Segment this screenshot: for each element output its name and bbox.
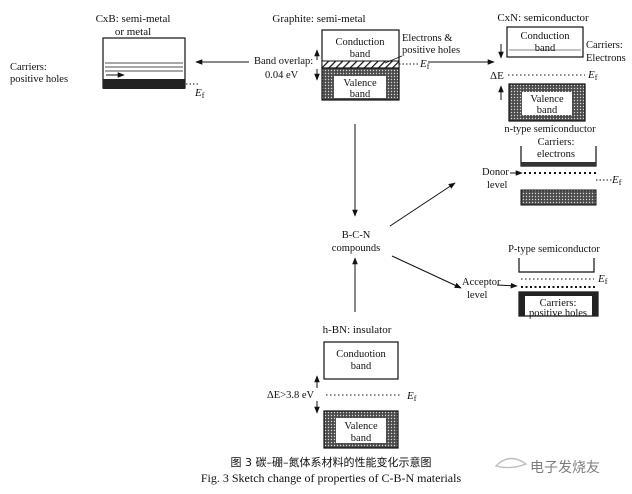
cxb-title-2: or metal [115, 26, 151, 38]
watermark-text: 电子发烧友 [530, 460, 600, 476]
arrow-bcn-to-ntype [389, 182, 456, 227]
cxn-delta-e-label: ΔE [490, 70, 504, 82]
connector-arrows [195, 59, 495, 312]
caption-chinese: 图 3 碳–硼–氮体系材料的性能变化示意图 [231, 455, 432, 469]
hbn-conduction-label: Conduotion [336, 349, 386, 360]
ntype-ef-label: Ef [611, 174, 622, 187]
graphite-valence-label-2: band [350, 89, 371, 100]
graphite-valence-label: Valence [343, 78, 377, 89]
graphite-electrons-pointer [384, 55, 403, 64]
ntype-electron-layer [521, 162, 596, 166]
ptype-carriers-label: Carriers: [540, 298, 577, 309]
hbn-valence-label: Valence [344, 421, 378, 432]
hbn-title: h-BN: insulator [323, 324, 392, 336]
cxn-title: CxN: semiconductor [497, 12, 589, 24]
graphite-electrons-label: Electrons & [402, 33, 452, 44]
cxn-carriers-label-2: Electrons [586, 53, 626, 64]
cxn-conduction-label-2: band [535, 43, 556, 54]
graphite-overlap-value: 0.04 eV [265, 70, 299, 81]
hbn-valence-label-bg [336, 418, 386, 443]
graphite-panel: Graphite: semi-metal Conduction band Val… [254, 13, 460, 101]
bcn-label-2: compounds [332, 243, 380, 254]
cxn-panel: CxN: semiconductor Conduction band Valen… [490, 12, 626, 122]
cxb-ef-label: Ef [194, 87, 205, 100]
hbn-valence-label-2: band [351, 433, 372, 444]
cxb-carriers-label: Carriers: [10, 62, 47, 73]
cxb-panel: CxB: semi-metal or metal Ef Carriers: po… [10, 13, 205, 100]
ntype-carriers-label: Carriers: [538, 137, 575, 148]
ntype-title: n-type semiconductor [504, 124, 596, 135]
ptype-valence-right [592, 296, 598, 316]
cxn-valence-label-2: band [537, 105, 558, 116]
ptype-valence-left [519, 296, 525, 316]
ptype-acceptor-arrow [496, 282, 518, 289]
ptype-acceptor-label-2: level [467, 290, 487, 301]
cxn-valence-label: Valence [530, 94, 564, 105]
cxn-valence-label-bg [522, 92, 572, 115]
ptype-panel: P-type semiconductor Ef Carriers: positi… [462, 244, 608, 319]
graphite-overlap-label: Band overlap: [254, 56, 313, 67]
ptype-conduction-band [518, 258, 595, 273]
ntype-donor-label: Donor [482, 167, 509, 178]
hbn-conduction-band [323, 341, 399, 380]
graphite-title: Graphite: semi-metal [272, 13, 365, 25]
ptype-ef-label: Ef [597, 273, 608, 286]
watermark-logo [494, 457, 528, 469]
caption-english: Fig. 3 Sketch change of properties of C-… [201, 471, 462, 485]
cxb-filled-band [103, 79, 185, 89]
ntype-donor-label-2: level [487, 180, 507, 191]
cxn-conduction-label: Conduction [521, 31, 571, 42]
ptype-acceptor-label: Acceptor [462, 277, 501, 288]
graphite-conduction-label-2: band [350, 49, 371, 60]
ntype-panel: n-type semiconductor Carriers: electrons… [482, 124, 622, 206]
graphite-electrons-label-2: positive holes [402, 45, 460, 56]
hbn-ef-label: Ef [406, 390, 417, 403]
cxn-conduction-band [506, 26, 584, 58]
watermark: 电子发烧友 [494, 457, 600, 476]
cxb-carriers-label-2: positive holes [10, 74, 68, 85]
graphite-ef-label: Ef [419, 58, 430, 71]
ntype-carriers-label-2: electrons [537, 149, 575, 160]
hbn-delta-e-label: ΔE>3.8 eV [267, 390, 314, 401]
ptype-valence-top [519, 292, 598, 296]
arrow-bcn-to-ptype [391, 255, 462, 289]
graphite-conduction-label: Conduction [336, 37, 386, 48]
ptype-carriers-label-2: positive holes [529, 308, 587, 319]
cxn-ef-label: Ef [587, 69, 598, 82]
cxb-title: CxB: semi-metal [96, 13, 171, 25]
bcn-label: B-C-N [342, 230, 371, 241]
graphite-valence-label-bg [334, 76, 386, 98]
bcn-center: B-C-N compounds [332, 230, 380, 254]
ptype-title: P-type semiconductor [508, 244, 600, 255]
cxn-carriers-label: Carriers: [586, 40, 623, 51]
hbn-conduction-label-2: band [351, 361, 372, 372]
hbn-panel: h-BN: insulator Conduotion band Valence … [267, 324, 417, 449]
ntype-valence-band [520, 189, 597, 206]
